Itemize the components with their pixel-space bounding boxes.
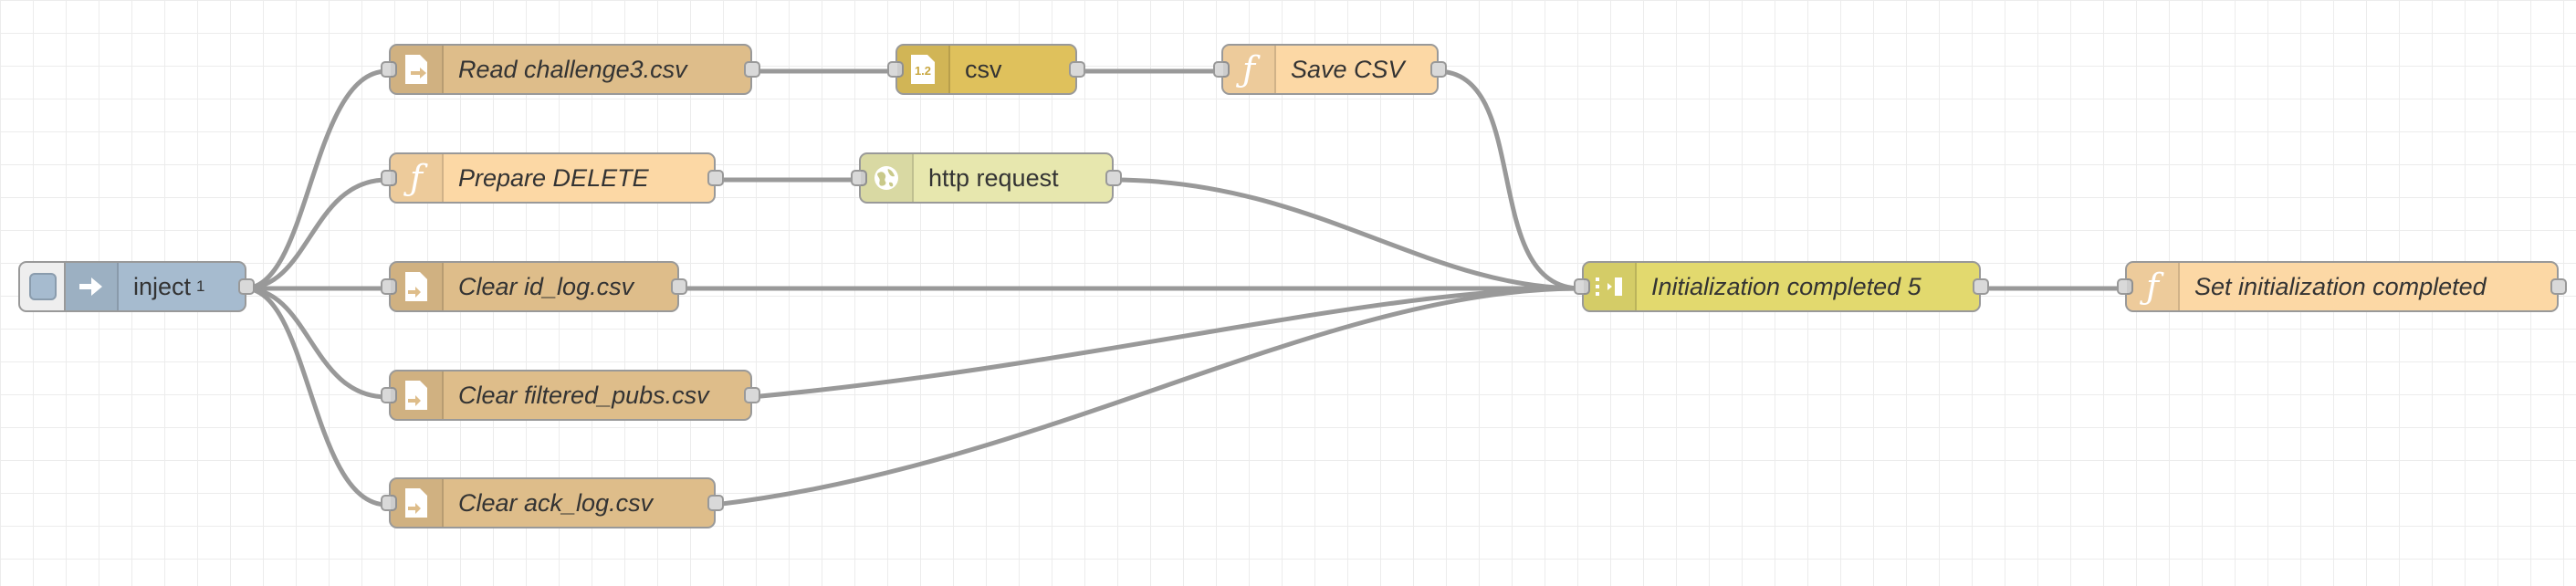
node-csv[interactable]: 1.2 csv bbox=[887, 44, 1085, 95]
inject-button-square bbox=[29, 273, 57, 300]
port-out[interactable] bbox=[1069, 61, 1085, 78]
node-inject-badge: 1 bbox=[196, 277, 205, 295]
port-in[interactable] bbox=[381, 495, 397, 511]
port-in[interactable] bbox=[1574, 278, 1590, 295]
wire-save-join[interactable] bbox=[1436, 68, 1582, 291]
port-in[interactable] bbox=[381, 387, 397, 403]
node-read-challenge3-label: Read challenge3.csv bbox=[458, 55, 687, 83]
globe-icon bbox=[861, 154, 914, 202]
port-out[interactable] bbox=[671, 278, 687, 295]
node-clear-id-log-label: Clear id_log.csv bbox=[458, 272, 634, 300]
port-out[interactable] bbox=[744, 61, 760, 78]
node-clear-ack-log[interactable]: Clear ack_log.csv bbox=[381, 477, 724, 528]
node-clear-ack-log-label: Clear ack_log.csv bbox=[458, 488, 654, 517]
node-prepare-delete-label: Prepare DELETE bbox=[458, 163, 649, 192]
node-save-csv[interactable]: ƒ Save CSV bbox=[1213, 44, 1447, 95]
node-http-request-label: http request bbox=[928, 163, 1059, 192]
node-http-request[interactable]: http request bbox=[851, 152, 1122, 204]
node-clear-filtered-pubs[interactable]: Clear filtered_pubs.csv bbox=[381, 370, 760, 421]
node-initialization-completed[interactable]: Initialization completed 5 bbox=[1574, 261, 1989, 312]
node-set-initialization-completed-label: Set initialization completed bbox=[2194, 272, 2487, 300]
wire-inject-clear-filtered[interactable] bbox=[244, 286, 388, 400]
function-icon: ƒ bbox=[1223, 46, 1276, 93]
wire-inject-prepare[interactable] bbox=[244, 177, 388, 291]
wire-inject-read[interactable] bbox=[244, 68, 388, 291]
port-in[interactable] bbox=[381, 278, 397, 295]
wire-clear-filtered-join[interactable] bbox=[750, 286, 1582, 400]
node-clear-filtered-pubs-label: Clear filtered_pubs.csv bbox=[458, 381, 709, 409]
node-inject-label: inject bbox=[133, 272, 192, 300]
node-prepare-delete[interactable]: ƒ Prepare DELETE bbox=[381, 152, 724, 204]
port-out[interactable] bbox=[238, 278, 255, 295]
function-icon: ƒ bbox=[391, 154, 444, 202]
port-in[interactable] bbox=[1213, 61, 1230, 78]
port-out[interactable] bbox=[707, 495, 724, 511]
port-out[interactable] bbox=[707, 170, 724, 186]
node-set-initialization-completed[interactable]: ƒ Set initialization completed bbox=[2117, 261, 2567, 312]
port-in[interactable] bbox=[381, 170, 397, 186]
wire-http-join[interactable] bbox=[1112, 177, 1582, 291]
port-in[interactable] bbox=[2117, 278, 2133, 295]
node-read-challenge3[interactable]: Read challenge3.csv bbox=[381, 44, 760, 95]
port-in[interactable] bbox=[381, 61, 397, 78]
file-icon bbox=[391, 371, 444, 419]
wire-clear-ack-join[interactable] bbox=[714, 286, 1582, 508]
port-out[interactable] bbox=[1105, 170, 1122, 186]
arrow-right-icon bbox=[66, 263, 119, 310]
port-out[interactable] bbox=[1973, 278, 1989, 295]
port-out[interactable] bbox=[744, 387, 760, 403]
csv-parse-icon: 1.2 bbox=[897, 46, 950, 93]
node-clear-id-log[interactable]: Clear id_log.csv bbox=[381, 261, 687, 312]
join-icon bbox=[1584, 263, 1637, 310]
node-save-csv-label: Save CSV bbox=[1291, 55, 1405, 83]
node-initialization-completed-label: Initialization completed 5 bbox=[1651, 272, 1922, 300]
svg-text:1.2: 1.2 bbox=[915, 64, 931, 78]
file-icon bbox=[391, 479, 444, 527]
wire-inject-clear-ack[interactable] bbox=[244, 286, 388, 508]
file-icon bbox=[391, 263, 444, 310]
node-csv-label: csv bbox=[965, 55, 1002, 83]
port-in[interactable] bbox=[851, 170, 867, 186]
function-icon: ƒ bbox=[2127, 263, 2180, 310]
port-out[interactable] bbox=[2550, 278, 2567, 295]
file-icon bbox=[391, 46, 444, 93]
port-out[interactable] bbox=[1430, 61, 1447, 78]
port-in[interactable] bbox=[887, 61, 904, 78]
